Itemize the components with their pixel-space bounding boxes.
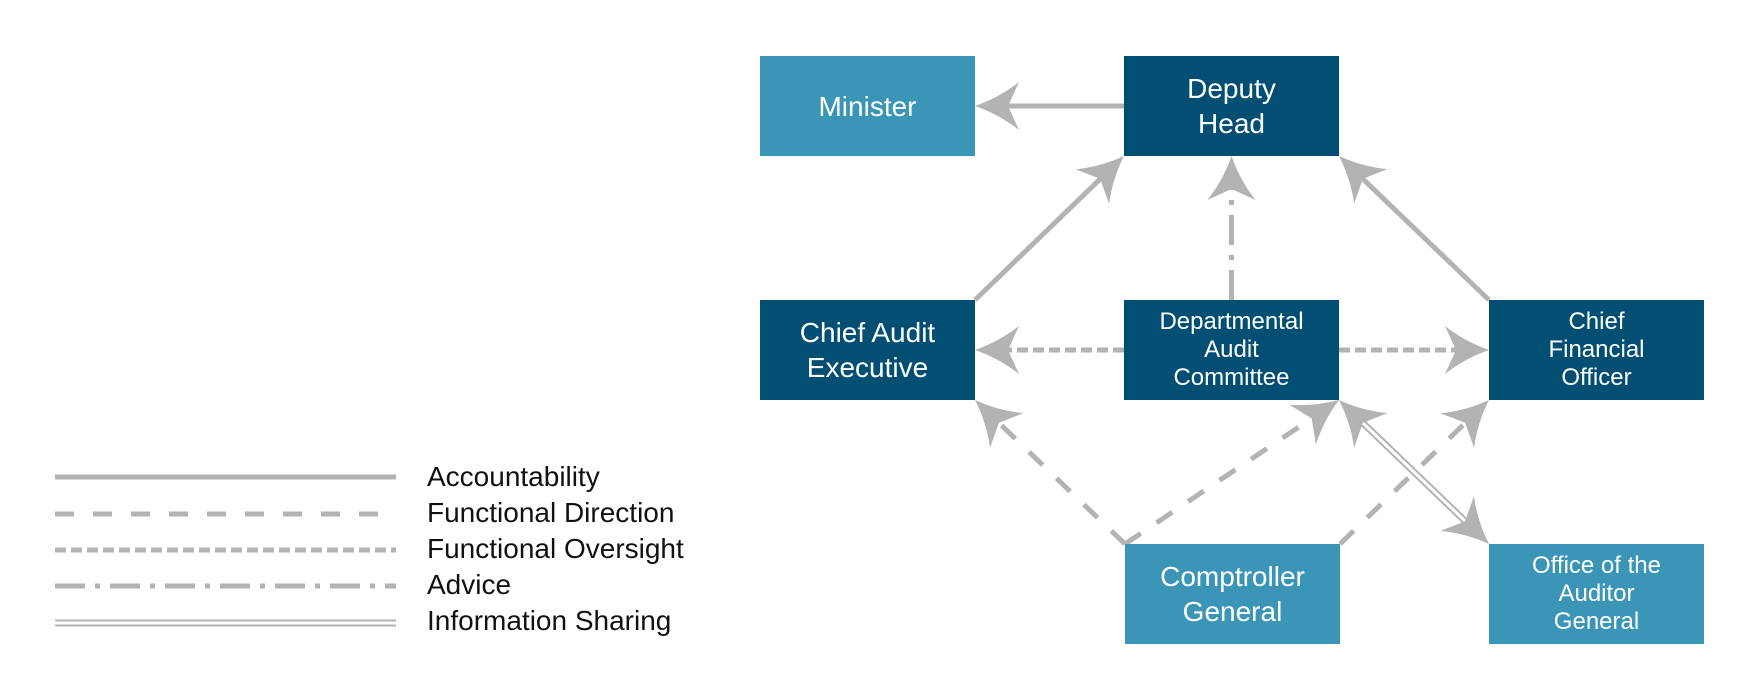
node-departmental-audit-committee: Departmental Audit Committee [1124, 300, 1339, 400]
arrowhead-icon [1440, 496, 1489, 544]
node-label: Chief Audit Executive [799, 317, 936, 383]
legend-label-advice: Advice [427, 569, 512, 600]
node-label: Office of the Auditor General [1532, 552, 1661, 635]
arrowhead-icon [975, 400, 1024, 448]
arrowhead-icon [1339, 400, 1388, 448]
edge-functional-direction-comptroller-general-to-chief-audit-executive [975, 400, 1127, 546]
arrowhead-icon [1445, 326, 1489, 374]
edge-information-sharing-departmental-audit-committee-to-office-auditor-general-line-rail [1358, 421, 1467, 526]
node-office-auditor-general: Office of the Auditor General [1489, 544, 1704, 644]
edge-functional-direction-comptroller-general-to-chief-financial-officer-line [1338, 419, 1470, 546]
legend-swatches [55, 474, 396, 627]
edge-accountability-deputy-head-to-minister [975, 82, 1124, 130]
arrowhead-icon [975, 326, 1019, 374]
arrowhead-icon [1339, 156, 1388, 204]
node-label: Departmental Audit Committee [1159, 308, 1304, 391]
node-chief-audit-executive: Chief Audit Executive [760, 300, 975, 400]
edge-information-sharing-departmental-audit-committee-to-office-auditor-general-line-rail [1361, 418, 1470, 523]
node-label: Chief Financial Officer [1548, 308, 1645, 391]
node-comptroller-general: Comptroller General [1125, 544, 1340, 644]
node-label: Minister [818, 90, 917, 122]
node-minister: Minister [760, 56, 975, 156]
arrowhead-icon [1075, 156, 1124, 204]
edge-functional-direction-comptroller-general-to-chief-audit-executive-line [994, 418, 1127, 546]
legend-label-information-sharing: Information Sharing [427, 605, 672, 636]
edge-accountability-chief-financial-officer-to-deputy-head [1339, 156, 1491, 302]
node-chief-financial-officer: Chief Financial Officer [1489, 300, 1704, 400]
node-label: Deputy Head [1187, 73, 1276, 139]
legend-label-functional-oversight: Functional Oversight [427, 533, 684, 564]
arrowhead-icon [1207, 156, 1256, 200]
edge-functional-direction-comptroller-general-to-chief-financial-officer [1338, 400, 1489, 546]
edge-accountability-chief-financial-officer-to-deputy-head-line [1358, 174, 1491, 302]
edge-accountability-chief-audit-executive-to-deputy-head [973, 156, 1124, 302]
node-label: Comptroller General [1160, 561, 1305, 627]
edge-functional-oversight-departmental-audit-committee-to-chief-audit-executive [975, 326, 1124, 374]
legend-label-functional-direction: Functional Direction [427, 497, 675, 528]
connectors-layer [973, 82, 1491, 547]
legend-label-accountability: Accountability [427, 461, 600, 492]
arrowhead-icon [1289, 400, 1339, 445]
arrowhead-icon [975, 82, 1019, 130]
edge-functional-direction-comptroller-general-to-departmental-audit-committee [1123, 400, 1339, 547]
edge-functional-direction-comptroller-general-to-departmental-audit-committee-line [1123, 414, 1316, 547]
edge-functional-oversight-departmental-audit-committee-to-chief-financial-officer [1339, 326, 1489, 374]
edge-advice-departmental-audit-committee-to-deputy-head [1207, 156, 1256, 300]
edge-information-sharing-departmental-audit-committee-to-office-auditor-general [1339, 400, 1489, 544]
arrowhead-icon [1440, 400, 1489, 448]
node-deputy-head: Deputy Head [1124, 56, 1339, 156]
edge-accountability-chief-audit-executive-to-deputy-head-line [973, 175, 1105, 302]
